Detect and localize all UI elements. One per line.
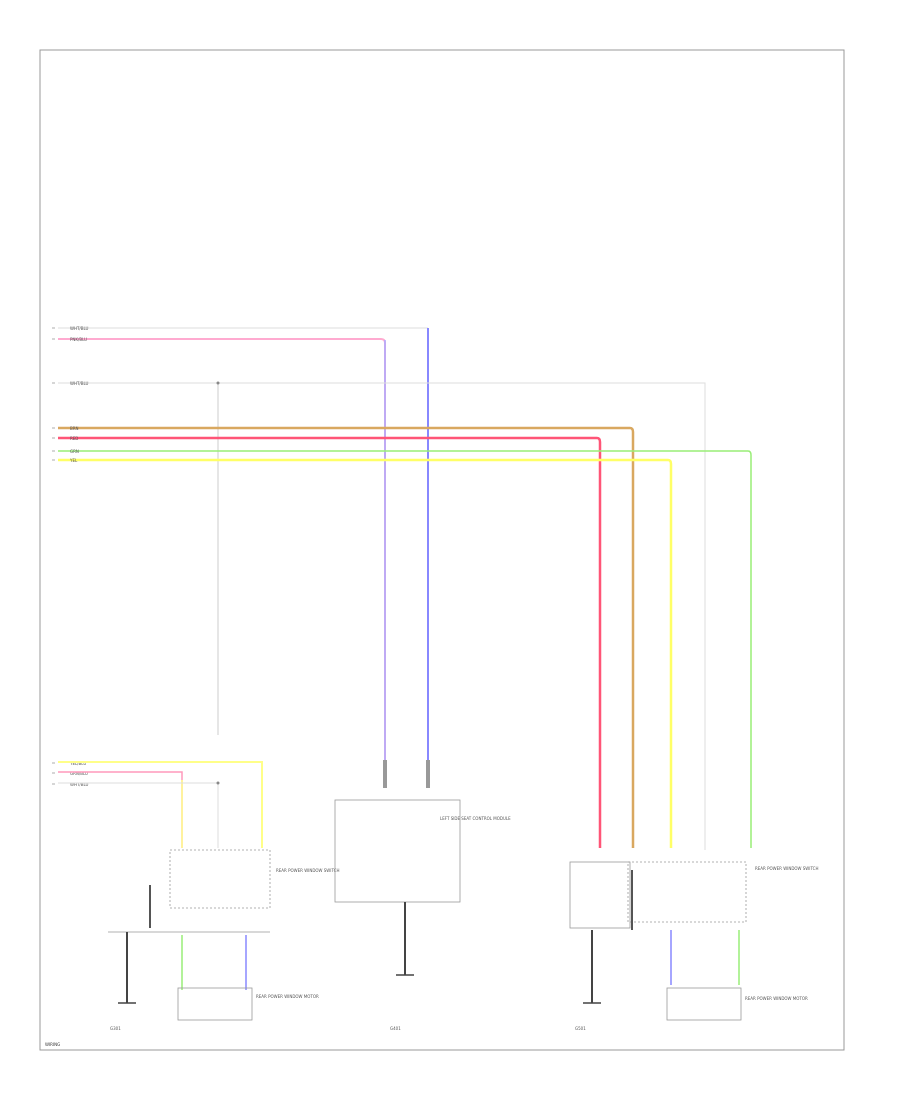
center-module: LEFT SIDE SEAT CONTROL MODULE G401 bbox=[334, 760, 511, 1031]
label-wire-3: WHT/BLU bbox=[70, 381, 89, 386]
label-wire-7: YEL bbox=[69, 458, 78, 463]
right-motor-label: REAR POWER WINDOW MOTOR bbox=[745, 996, 808, 1001]
right-ground-label: G501 bbox=[575, 1026, 586, 1031]
left-motor-label: REAR POWER WINDOW MOTOR bbox=[256, 994, 319, 999]
left-ground-label: G301 bbox=[110, 1026, 121, 1031]
label-wire-9: GRN/BLU bbox=[70, 771, 88, 776]
top-wires bbox=[58, 327, 706, 850]
left-section: REAR POWER WINDOW SWITCH REAR POWER WIND… bbox=[58, 761, 339, 1031]
center-ground-label: G401 bbox=[390, 1026, 401, 1031]
label-wire-2: PNK/BLU bbox=[70, 337, 87, 342]
center-module-label: LEFT SIDE SEAT CONTROL MODULE bbox=[440, 816, 511, 821]
label-wire-10: WHT/BLU bbox=[70, 782, 89, 787]
label-wire-1: WHT/BLU bbox=[70, 326, 89, 331]
wire-labels: WHT/BLU PNK/BLU WHT/BLU BRN RED GRN YEL … bbox=[69, 326, 89, 787]
harness-wires bbox=[58, 426, 752, 848]
label-wire-6: GRN bbox=[70, 449, 79, 454]
right-section: REAR POWER WINDOW SWITCH REAR POWER WIND… bbox=[569, 861, 818, 1031]
label-wire-5: RED bbox=[70, 436, 78, 441]
footer-label: WIRING bbox=[45, 1042, 60, 1047]
left-switch-label: REAR POWER WINDOW SWITCH bbox=[276, 868, 339, 873]
diagram-frame bbox=[39, 49, 845, 1051]
connector-ticks bbox=[52, 327, 55, 785]
label-wire-8: YEL/BLU bbox=[69, 761, 86, 766]
label-wire-4: BRN bbox=[70, 426, 79, 431]
right-switch-label: REAR POWER WINDOW SWITCH bbox=[755, 866, 818, 871]
